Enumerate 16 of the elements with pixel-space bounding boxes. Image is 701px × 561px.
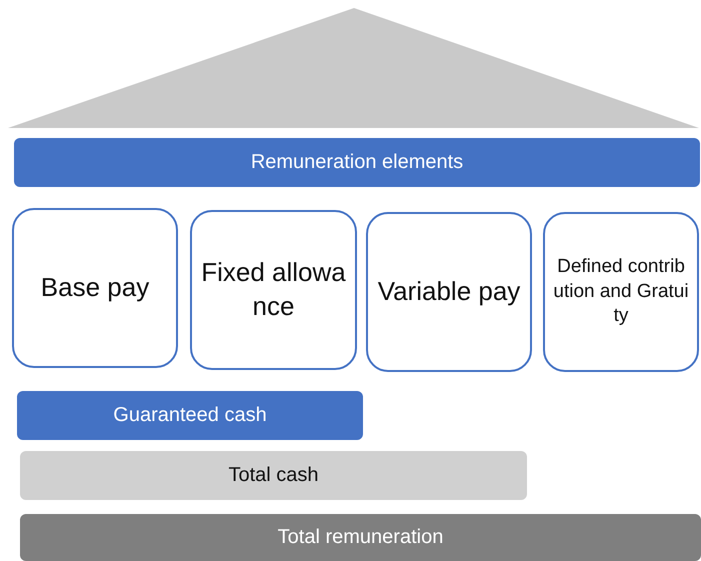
pillar-box: [366, 212, 532, 372]
node-label: Fixed allowance: [200, 256, 347, 323]
node-label: Variable pay: [378, 275, 520, 308]
node-label: Remuneration elements: [250, 151, 464, 174]
title-bar: [14, 138, 700, 187]
node-label: Total remuneration: [278, 526, 444, 549]
pillar-box: [12, 208, 178, 368]
node-label: Base pay: [40, 271, 150, 304]
node-label: Guaranteed cash: [113, 404, 267, 427]
node-label: Total cash: [228, 464, 319, 487]
node-label: Defined contribution and Gratuity: [553, 254, 689, 328]
pillar-box: [190, 210, 357, 370]
cash-bar: [17, 391, 363, 440]
pillar-box: [543, 212, 699, 372]
remuneration-bar: [20, 514, 701, 561]
cash-bar: [20, 451, 527, 500]
